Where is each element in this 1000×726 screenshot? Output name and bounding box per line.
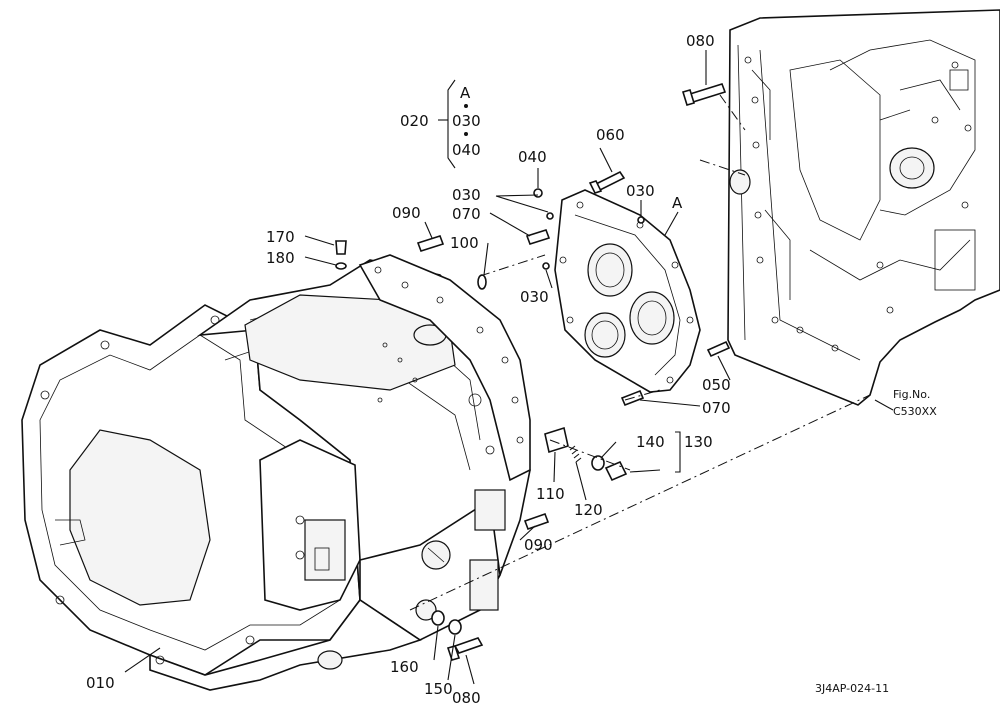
label-120: 120	[574, 501, 603, 519]
fig-no-value: C530XX	[893, 405, 937, 418]
center-lines	[409, 94, 871, 611]
label-030-c: 030	[520, 288, 549, 306]
label-a-cover: A	[672, 194, 683, 212]
label-070-top: 070	[452, 205, 481, 223]
label-a-group: A	[460, 84, 471, 102]
label-080-top: 080	[686, 32, 715, 50]
drawing-code: 3J4AP-024-11	[815, 682, 889, 695]
label-070-bottom: 070	[702, 399, 731, 417]
label-060: 060	[596, 126, 625, 144]
label-040: 040	[518, 148, 547, 166]
label-030-a: 030	[452, 186, 481, 204]
label-150: 150	[424, 680, 453, 698]
label-090-top: 090	[392, 204, 421, 222]
part-labels: 080 A 020 030 040 060 040 030 030 A 090 …	[86, 32, 937, 707]
label-140: 140	[636, 433, 665, 451]
label-030-b: 030	[626, 182, 655, 200]
transmission-case	[21, 254, 531, 691]
label-100: 100	[450, 234, 479, 252]
label-110: 110	[536, 485, 565, 503]
label-020: 020	[400, 112, 429, 130]
label-160: 160	[390, 658, 419, 676]
label-040-group: 040	[452, 141, 481, 159]
label-030-group: 030	[452, 112, 481, 130]
mating-housing	[727, 9, 1000, 406]
label-050: 050	[702, 376, 731, 394]
label-130: 130	[684, 433, 713, 451]
label-090-bottom: 090	[524, 536, 553, 554]
side-cover	[554, 189, 701, 393]
label-080-bottom: 080	[452, 689, 481, 707]
leader-lines	[124, 50, 894, 685]
label-170: 170	[266, 228, 295, 246]
fig-no-label: Fig.No.	[893, 388, 930, 401]
label-010: 010	[86, 674, 115, 692]
label-180: 180	[266, 249, 295, 267]
